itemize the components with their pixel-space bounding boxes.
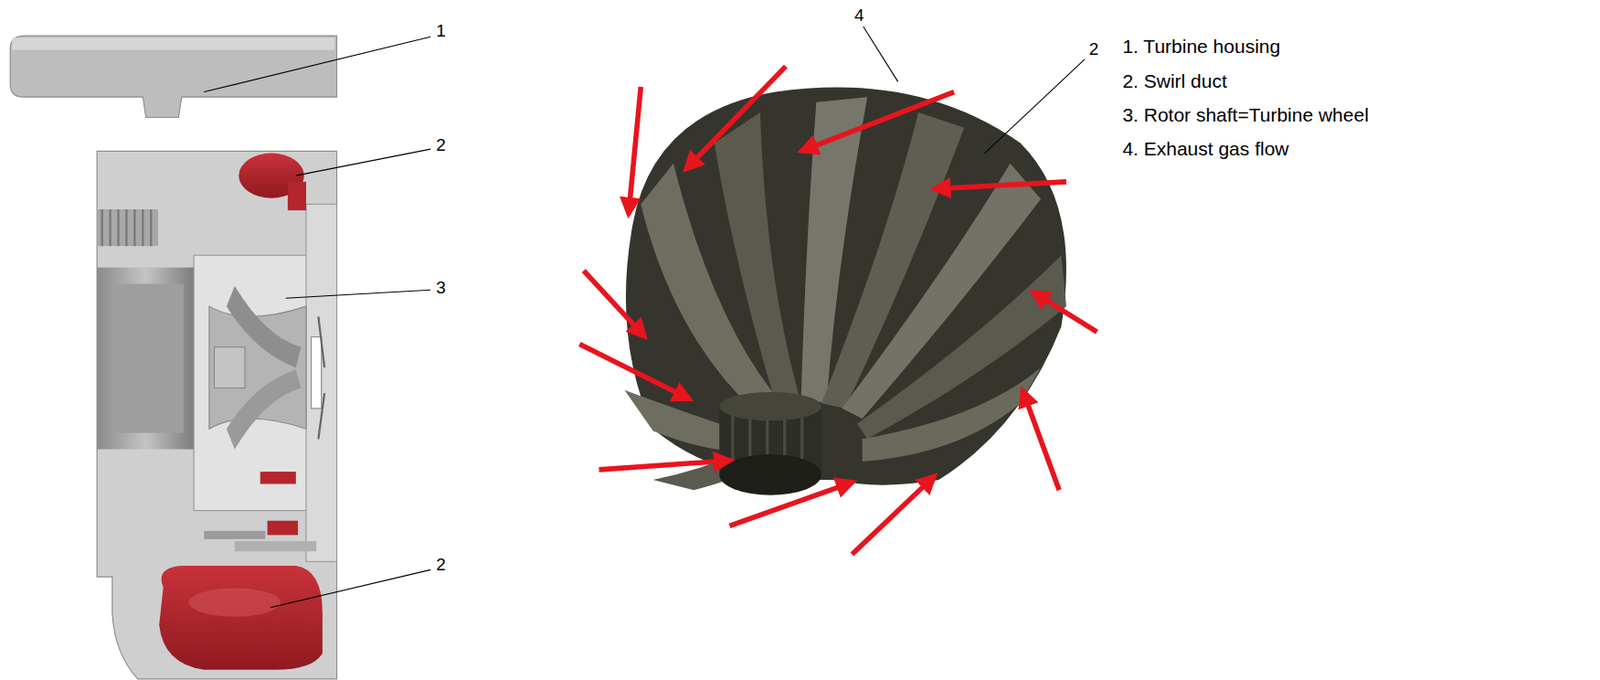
callout-number: 2 [1089,39,1100,60]
leader-line [203,26,1085,608]
housing-section [234,540,317,551]
housing-section [125,209,128,246]
exhaust-flow-arrows [579,343,690,399]
swirl-duct [260,471,297,484]
housing-section [203,530,265,540]
turbine-wheel [624,87,1067,496]
swirl-duct [158,565,323,670]
housing-section [214,347,246,389]
housing-section [10,35,337,117]
exhaust-flow-arrows [1022,390,1060,490]
housing-section [149,209,152,246]
callout-number: 2 [435,554,446,575]
housing-section [141,209,144,246]
part-list-item: 3. Rotor shaft=Turbine wheel [1122,104,1368,127]
swirl-duct [189,587,282,616]
housing-section [102,209,152,246]
leader-line [270,569,431,607]
turbine-wheel [862,367,1041,462]
housing-section [96,267,194,450]
turbine-wheel [719,454,822,496]
housing-section [133,209,136,246]
housing-section [311,337,322,409]
leader-line [286,289,432,298]
housing-section [306,203,338,562]
housing-section [193,254,311,510]
exhaust-flow-arrows [851,476,934,555]
callout-number: 4 [854,5,865,26]
leader-line [203,36,431,92]
callout-number: 1 [435,21,446,42]
turbine-wheel [719,392,822,421]
leader-line [985,59,1085,154]
part-list-item: 2. Swirl duct [1122,70,1227,93]
housing-section [108,209,111,246]
housing-section [101,209,104,246]
part-list-item: 1. Turbine housing [1122,35,1281,58]
housing-section [116,209,119,246]
housing-section [96,150,337,679]
exhaust-flow-arrows [1032,291,1097,332]
leader-line [296,148,431,176]
housing-section [11,37,335,50]
housing-section [112,284,184,434]
turbine-wheel [857,254,1067,439]
exhaust-flow-arrows [579,66,1097,555]
exhaust-flow-arrows [729,481,853,526]
part-list-item: 4. Exhaust gas flow [1122,137,1289,160]
swirl-duct [158,153,323,670]
exhaust-flow-arrows [628,86,641,215]
exhaust-flow-arrows [933,181,1067,190]
exhaust-flow-arrows [599,460,732,470]
turbine-wheel [714,112,802,403]
exhaust-flow-arrows [801,92,955,152]
swirl-duct [287,181,307,211]
exhaust-flow-arrows [685,66,785,170]
exhaust-flow-arrows [583,270,646,338]
swirl-duct [267,520,299,536]
callout-number: 3 [435,277,446,298]
housing-section [317,392,325,439]
housing-section [96,209,159,246]
callout-number: 2 [435,135,446,156]
housing-section [10,35,337,679]
leader-line [863,26,899,82]
housing-section [317,316,325,368]
